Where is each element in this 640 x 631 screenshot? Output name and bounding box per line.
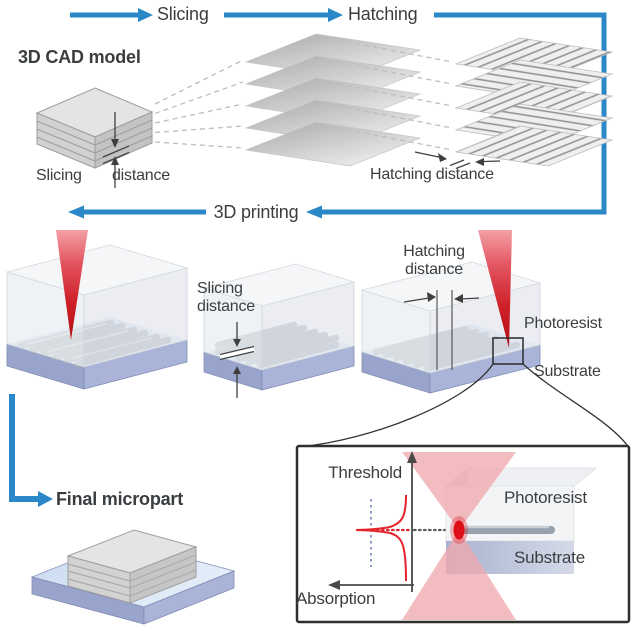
print-scene-slicing-distance	[202, 263, 356, 398]
cad-model-label: 3D CAD model	[18, 47, 141, 67]
print-scene-hatching-distance	[360, 230, 542, 394]
scene-slicing-measure	[219, 322, 255, 398]
scene-slicing-distance-label: Slicing distance	[197, 280, 255, 315]
printing-step-label: 3D printing	[213, 202, 299, 222]
hatching-step-label: Hatching	[348, 4, 418, 24]
final-micropart-arrow	[9, 394, 53, 507]
workflow-return-line	[68, 12, 607, 219]
inset-absorption-label: Absorption	[296, 589, 376, 608]
projection-dashed-lines-hatching	[337, 39, 453, 151]
inset-panel	[295, 444, 631, 624]
scene-photoresist-label: Photoresist	[524, 315, 602, 332]
absorption-curve	[356, 494, 407, 582]
scene-hatching-distance-label: Hatching distance	[403, 243, 465, 278]
focus-cone	[402, 452, 516, 620]
print-scene-writing	[5, 230, 189, 390]
hatching-arrow	[224, 8, 343, 22]
inset-photoresist-label: Photoresist	[504, 488, 587, 507]
cad-hatching-distance-label: Hatching distance	[370, 166, 494, 183]
slicing-step-label: Slicing	[157, 4, 209, 24]
hatched-layers-stack	[454, 37, 614, 167]
laser-cone-icon	[56, 230, 88, 340]
zoom-rectangle	[492, 337, 524, 365]
inset-substrate-label: Substrate	[514, 548, 585, 567]
cad-slicing-measure	[102, 112, 130, 188]
scene-hatching-measure	[403, 290, 480, 370]
projection-dashed-lines-slicing	[154, 59, 244, 149]
final-micropart-model	[30, 529, 236, 625]
final-micropart-label: Final micropart	[56, 489, 184, 509]
cad-hatching-measure	[414, 151, 501, 170]
scene-substrate-label: Substrate	[534, 363, 601, 380]
laser-cone-icon	[478, 230, 512, 348]
sliced-layers-stack	[244, 33, 422, 167]
slicing-arrow	[70, 8, 153, 22]
cad-model-stack	[35, 87, 154, 169]
cad-slicing-distance-label: Slicing distance	[36, 167, 170, 184]
inset-connector-lines	[298, 363, 628, 448]
inset-threshold-label: Threshold	[328, 463, 402, 482]
absorption-plot	[328, 451, 417, 592]
